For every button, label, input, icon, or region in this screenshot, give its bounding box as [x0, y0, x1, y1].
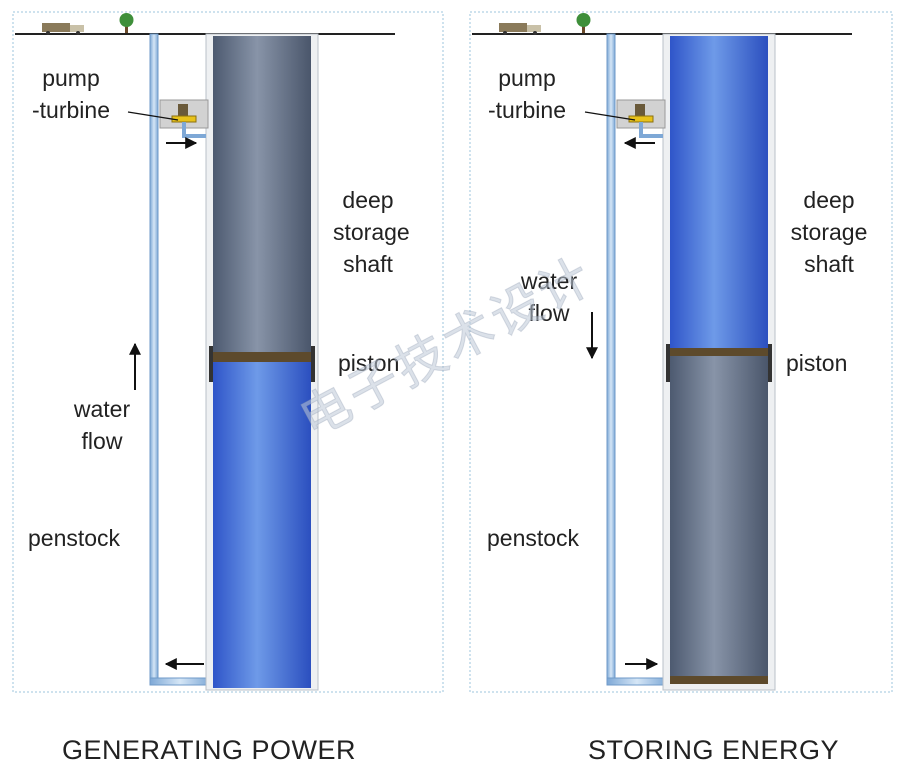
panel-generating: [15, 13, 395, 691]
piston-body: [670, 356, 768, 678]
pump-turbine-icon: [159, 99, 209, 138]
water-column: [213, 362, 311, 688]
label-line: penstock: [487, 525, 580, 551]
water-column: [670, 36, 768, 354]
piston-guide-right: [768, 344, 772, 382]
label-line: flow: [528, 300, 570, 326]
label-line: storage: [333, 219, 410, 245]
panel-caption-generating: GENERATING POWER: [62, 735, 357, 765]
truck-icon: [42, 23, 84, 35]
piston-seal: [670, 348, 768, 356]
piston-label: piston: [786, 347, 847, 379]
tree-icon: [576, 13, 591, 33]
piston-body: [213, 36, 311, 356]
piston-label: piston: [338, 347, 399, 379]
label-line: pump: [498, 65, 556, 91]
penstock-bottom-pipe: [149, 677, 211, 686]
label-line: piston: [786, 350, 848, 376]
pump-turbine-leader: [127, 111, 179, 121]
shaft-label: deep storage shaft: [786, 184, 872, 280]
piston-guide-right: [311, 346, 315, 382]
label-line: -turbine: [488, 97, 566, 123]
label-line: penstock: [28, 525, 121, 551]
panel-storing: [472, 13, 852, 691]
piston-guide-left: [209, 346, 213, 382]
label-line: shaft: [804, 251, 854, 277]
penstock-label: penstock: [28, 522, 120, 554]
truck-icon: [499, 23, 541, 35]
panel-frame-left: [12, 11, 444, 693]
label-line: -turbine: [32, 97, 110, 123]
label-line: water: [73, 396, 131, 422]
shaft-label: deep storage shaft: [333, 184, 410, 280]
pump-turbine-leader: [584, 111, 636, 121]
penstock-pipe: [149, 33, 159, 685]
pump-turbine-icon: [616, 99, 666, 138]
penstock-bottom-pipe: [606, 677, 668, 686]
piston-guide-left: [666, 344, 670, 382]
penstock-label: penstock: [487, 522, 579, 554]
piston-base: [670, 676, 768, 684]
penstock-pipe: [606, 33, 616, 685]
water-flow-label: water flow: [515, 265, 583, 329]
label-line: flow: [81, 428, 123, 454]
label-line: storage: [790, 219, 868, 245]
water-flow-label: water flow: [68, 393, 136, 457]
label-line: deep: [803, 187, 855, 213]
panel-caption-storing: STORING ENERGY: [588, 735, 840, 765]
pump-turbine-label: pump -turbine: [32, 62, 110, 126]
panel-frame-right: [469, 11, 893, 693]
piston-seal: [213, 352, 311, 362]
label-line: water: [520, 268, 578, 294]
label-line: piston: [338, 350, 400, 376]
label-line: deep: [342, 187, 394, 213]
pump-turbine-label: pump -turbine: [488, 62, 566, 126]
label-line: pump: [42, 65, 100, 91]
tree-icon: [119, 13, 134, 33]
label-line: shaft: [343, 251, 393, 277]
